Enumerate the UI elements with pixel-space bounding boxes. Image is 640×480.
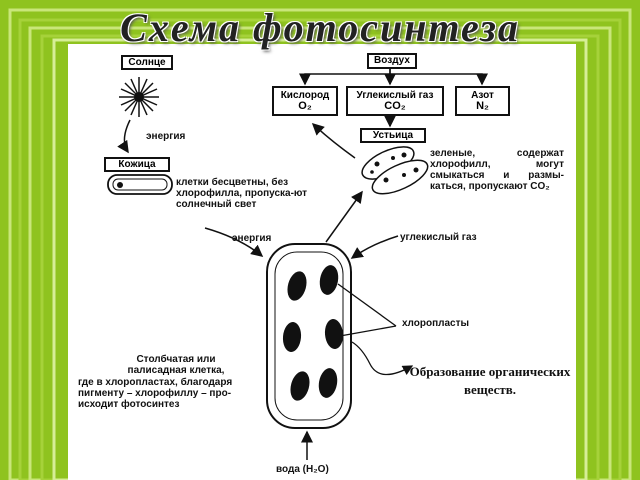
water-label: вода (H₂O) — [276, 464, 329, 475]
page-title: Схема фотосинтеза — [120, 5, 520, 50]
co2-label-mid: углекислый газ — [400, 232, 477, 243]
nitrogen-label: Азот — [471, 90, 494, 101]
air-to-oxygen-arrow — [299, 68, 391, 86]
chloroplasts-label: хлоропласты — [402, 318, 470, 329]
stomata-box: Устьица — [360, 128, 426, 143]
oxygen-box: Кислород O₂ — [272, 86, 338, 116]
oxygen-formula: O₂ — [298, 100, 312, 112]
energy-label-mid: энергия — [232, 233, 272, 244]
cell-title: Столбчатая или палисадная клетка, — [127, 354, 225, 376]
cell-to-stomata-arrow — [325, 190, 363, 243]
nitrogen-formula: N₂ — [476, 100, 489, 112]
sun-icon — [119, 77, 159, 117]
air-to-nitrogen-arrow — [390, 73, 488, 86]
energy-arrow-mid — [204, 227, 264, 257]
co2-arrow-mid — [350, 235, 399, 259]
chloroplast-pointer-2 — [339, 325, 397, 337]
stomata-description: зеленые, содержат хлорофилл, могут смыка… — [430, 148, 564, 192]
energy-label-top: энергия — [146, 131, 186, 142]
palisade-cell-icon — [266, 243, 352, 429]
cell-description: где в хлоропластах, благодаря пигменту –… — [78, 377, 233, 410]
sun-box: Солнце — [121, 55, 173, 70]
energy-arrow-top — [117, 119, 131, 154]
skin-box: Кожица — [104, 157, 170, 172]
co2-box: Углекислый газ CO₂ — [346, 86, 444, 116]
oxygen-label: Кислород — [280, 90, 330, 101]
nitrogen-box: Азот N₂ — [455, 86, 510, 116]
chloroplast-pointer-1 — [337, 283, 397, 327]
skin-cell-icon — [107, 174, 173, 195]
stomata-to-oxygen-arrow — [311, 122, 356, 159]
co2-formula: CO₂ — [384, 100, 406, 112]
result-label: Образование органических веществ. — [409, 364, 571, 397]
skin-description: клетки бесцветны, без хлорофилла, пропус… — [176, 177, 308, 210]
stomata-cells-icon — [361, 146, 429, 195]
result-bracket — [351, 341, 414, 376]
air-box: Воздух — [367, 53, 417, 69]
co2-label: Углекислый газ — [356, 90, 434, 101]
